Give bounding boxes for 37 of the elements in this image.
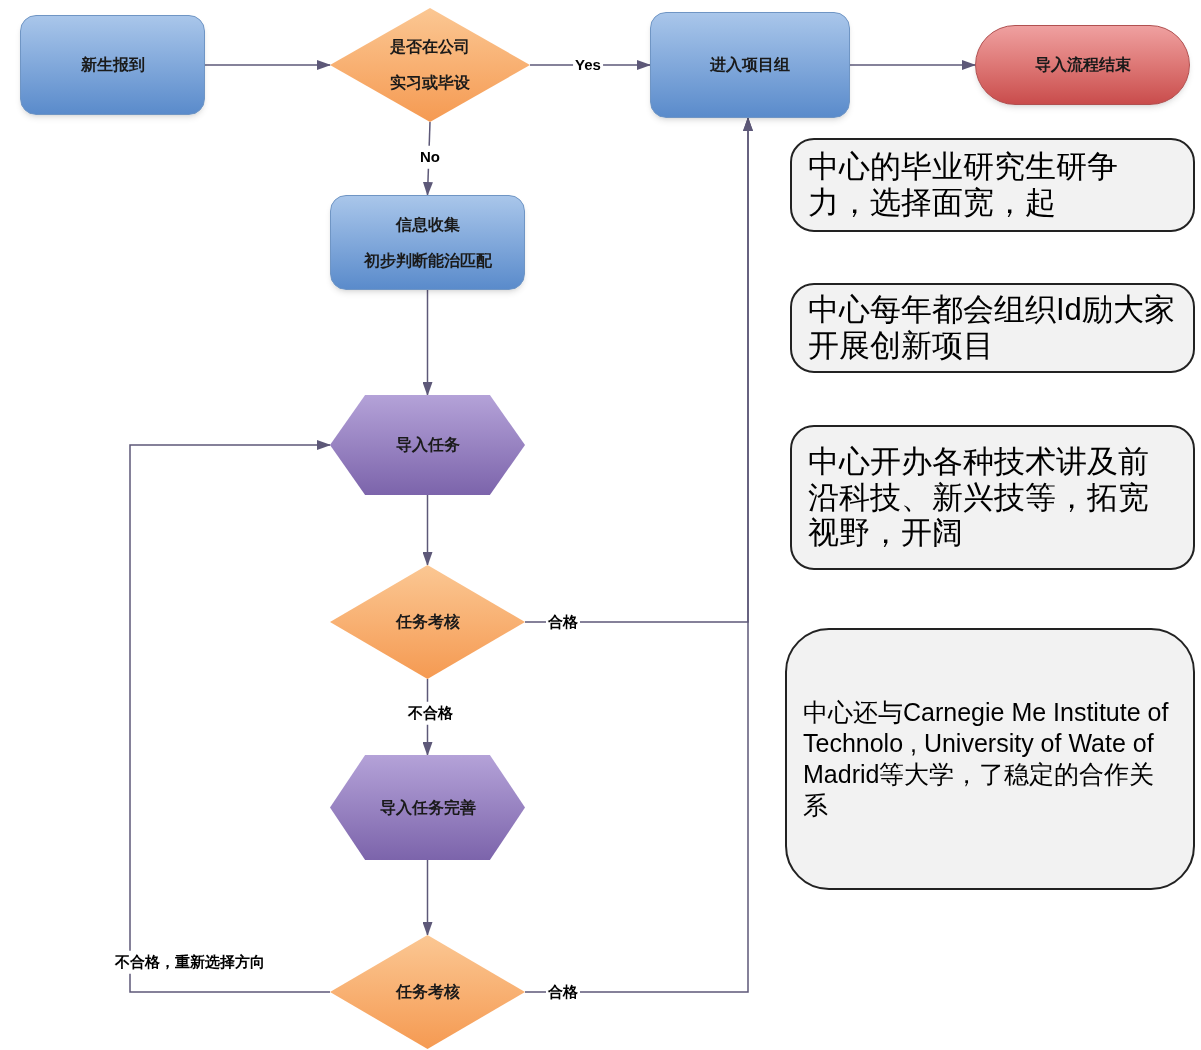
process-box [330, 195, 525, 290]
decision-diamond [330, 8, 530, 122]
node-label: 任务考核 [395, 612, 460, 632]
terminal-box [975, 25, 1190, 105]
process-hexagon [330, 395, 525, 495]
node-label: 进入项目组 [710, 55, 790, 75]
connector-arrow [422, 494, 433, 566]
node-label: 是否在公司 [390, 37, 470, 57]
note-box [785, 628, 1195, 890]
note-box [790, 283, 1195, 373]
decision-diamond [330, 565, 525, 679]
connector-arrow [129, 440, 331, 993]
note-box [790, 138, 1195, 232]
node-label: 新生报到 [80, 55, 145, 75]
edge-label: 不合格 [405, 701, 455, 725]
connector-arrow [422, 859, 433, 936]
decision-diamond [330, 935, 525, 1049]
node-label: 导入流程结束 [1034, 55, 1131, 75]
node-label: 导入任务完善 [379, 797, 476, 818]
edge-label: No [418, 145, 442, 169]
note-text: 中心开办各种技术讲及前沿科技、新兴技等，拓宽视野，开阔 [808, 444, 1150, 551]
note-text: 中心每年都会组织Id励大家开展创新项目 [808, 292, 1176, 364]
process-box [20, 15, 205, 115]
node-label: 实习或毕设 [390, 73, 470, 93]
process-box [650, 12, 850, 118]
node-label: 任务考核 [395, 982, 460, 1002]
note-text: 中心的毕业研究生研争力，选择面宽，起 [808, 149, 1119, 221]
process-hexagon [330, 755, 525, 860]
node-label: 信息收集 [395, 214, 460, 235]
connector-arrow [204, 60, 331, 70]
connector-arrow [524, 117, 753, 993]
connector-arrow [422, 289, 433, 396]
note-text: 中心还与Carnegie Me Institute of Technolo , University of Wate of Madrid等大学，了稳定的合作关系 [803, 696, 1170, 822]
node-label: 导入任务 [395, 435, 460, 455]
node-label: 初步判断能治匹配 [363, 250, 492, 271]
note-box [790, 425, 1195, 570]
connector-arrow [849, 60, 976, 70]
